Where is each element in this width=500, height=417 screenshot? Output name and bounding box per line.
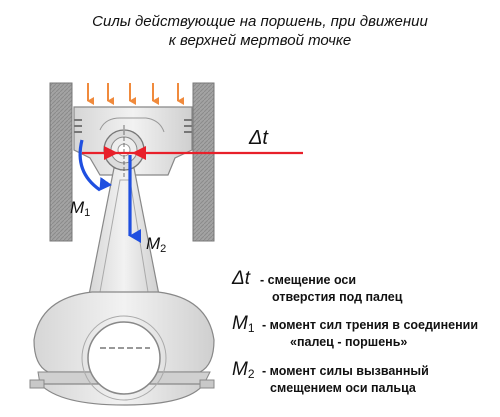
legend-m1-text: - момент сил трения в соединении «палец … [262, 317, 478, 351]
legend-m2-line1: - момент силы вызванный [262, 364, 429, 378]
connecting-rod [29, 167, 215, 406]
legend-m1-line2: «палец - поршень» [290, 335, 408, 349]
crank-bore [87, 321, 161, 395]
legend-m2-sub: 2 [247, 367, 255, 381]
legend-m1: M1 [232, 313, 255, 335]
legend-delta-t-symbol: Δt [232, 268, 251, 289]
legend-delta-t-text: - смещение оси отверстия под палец [260, 272, 402, 306]
m1-label: M1 [70, 198, 90, 219]
legend-delta-t: Δt [232, 268, 250, 290]
delta-t-label: Δt [248, 127, 269, 149]
legend-delta-t-line1: - смещение оси [260, 273, 357, 287]
legend-delta-t-line2: отверстия под палец [272, 290, 403, 304]
title-line-2: к верхней мертвой точке [168, 32, 352, 49]
pin-offset-indicator [82, 146, 303, 160]
offset-arrow-left [104, 146, 118, 160]
cylinder-wall-left [49, 82, 73, 242]
title-line-1: Силы действующие на поршень, при движени… [92, 13, 428, 30]
legend-m1-line1: - момент сил трения в соединении [262, 318, 479, 332]
legend-m1-symbol: M [232, 313, 248, 334]
offset-arrow-right [132, 146, 146, 160]
legend-m1-sub: 1 [247, 321, 255, 335]
m2-label: M2 [146, 234, 166, 255]
legend-m2-text: - момент силы вызванный смещением оси па… [262, 363, 429, 397]
m1-label-main: M [70, 198, 85, 217]
moment-m1-arrow [78, 139, 113, 192]
legend-m2-line2: смещением оси пальца [270, 381, 416, 395]
gas-pressure-arrows [87, 83, 184, 105]
m2-label-main: M [146, 234, 161, 253]
legend-m2: M2 [232, 359, 255, 381]
diagram-title: Силы действующие на поршень, при движени… [60, 12, 460, 50]
m1-label-sub: 1 [84, 207, 90, 219]
cylinder-wall-right [192, 82, 215, 242]
m2-label-sub: 2 [160, 243, 166, 255]
legend-m2-symbol: M [232, 359, 248, 380]
